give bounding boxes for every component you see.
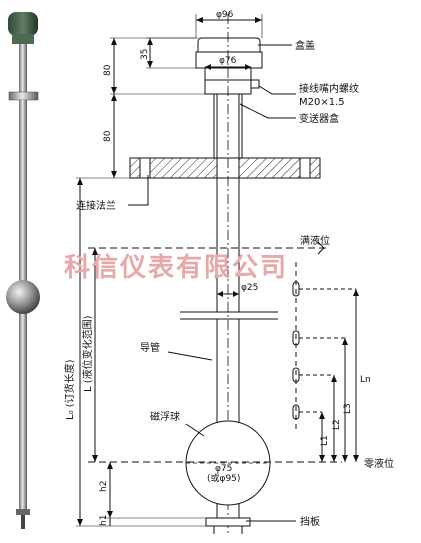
leader-thread [258, 85, 296, 95]
arrow-L3-bot [342, 455, 348, 462]
cover-outline [197, 37, 261, 53]
technical-drawing [76, 14, 357, 535]
arrow-L2-top [331, 375, 337, 382]
leader-transmitter [239, 103, 296, 119]
dim-phi96: φ96 [216, 10, 234, 20]
label-float-ball: 磁浮球 [150, 410, 180, 423]
arrow-phi25-l [217, 291, 223, 297]
arrow-L1-bot [319, 455, 325, 462]
arrow-L0-top [77, 178, 83, 185]
arrow-L-top [92, 248, 98, 255]
dim-phi76: φ76 [219, 56, 237, 66]
arrow-80l-bot [111, 171, 117, 178]
dim-phi75: φ75 [215, 464, 232, 474]
photo-float-ball [6, 280, 40, 314]
dim-L3: L3 [343, 403, 353, 414]
label-range-length: L (液位变化范围) [81, 315, 94, 392]
product-photo [6, 12, 40, 529]
arrow-h2-top [107, 462, 113, 469]
arrowheads [77, 17, 359, 526]
arrow-80l-top [111, 94, 117, 101]
label-thread-title: 接线嘴内螺纹 [299, 82, 359, 95]
dim-h1: h1 [99, 515, 109, 526]
leader-flange [128, 175, 149, 206]
dim-Ln: Ln [360, 375, 371, 385]
label-baffle: 挡板 [300, 515, 320, 528]
flange-hole-left [139, 157, 151, 179]
arrow-35-bot [147, 61, 153, 68]
arrow-80u-top [111, 38, 117, 45]
arrow-L1-top [319, 412, 325, 419]
arrow-L3-top [342, 338, 348, 345]
photo-flange [8, 91, 39, 101]
leader-guide-tube [167, 351, 213, 361]
arrow-phi96-r [255, 17, 262, 23]
photo-stem [19, 44, 27, 92]
arrow-phi76-r [245, 64, 251, 70]
arrow-Ln-bot [353, 455, 359, 462]
photo-baffle [16, 509, 30, 515]
arrow-L0-bot [77, 519, 83, 526]
label-thread-spec: M20×1.5 [299, 97, 345, 108]
arrow-80u-bot [111, 87, 117, 94]
leader-float-ball [185, 423, 205, 437]
labels: 盒盖 接线嘴内螺纹 M20×1.5 变送器盒 连接法兰 满液位 导管 磁浮球 零… [63, 10, 394, 528]
dim-80-lower: 80 [103, 130, 113, 142]
arrow-Ln-top [353, 289, 359, 296]
photo-tip [21, 515, 25, 529]
wire-entry [250, 79, 260, 89]
dim-phi25: φ25 [241, 283, 258, 293]
dim-phi95: (或φ95) [207, 472, 240, 484]
dim-L2: L2 [332, 419, 342, 430]
dim-h2: h2 [99, 481, 109, 492]
baffle-plate [205, 517, 251, 527]
label-full-level: 满液位 [300, 234, 330, 247]
label-zero-level: 零液位 [364, 457, 394, 470]
flange-hole-right [299, 157, 311, 179]
dim-35: 35 [140, 49, 150, 60]
arrow-35-top [147, 38, 153, 45]
arrow-phi25-r [233, 291, 239, 297]
label-box-cover: 盒盖 [295, 39, 315, 52]
label-flange: 连接法兰 [76, 199, 116, 212]
arrow-phi96-l [196, 17, 203, 23]
dim-80-upper: 80 [103, 64, 113, 76]
full-level-marker [317, 241, 325, 255]
watermark: 科信仪表有限公司 [64, 253, 288, 283]
label-transmitter-box: 变送器盒 [299, 112, 339, 125]
label-order-length: L₀ (订货长度) [63, 359, 76, 420]
arrow-phi76-l [205, 64, 211, 70]
photo-head-base [12, 34, 34, 44]
arrow-h2-bot [107, 511, 113, 518]
label-guide-tube: 导管 [140, 341, 160, 354]
arrow-L2-bot [331, 455, 337, 462]
photo-head [8, 12, 38, 36]
dim-L1: L1 [320, 435, 330, 446]
arrow-L-bot [92, 455, 98, 462]
